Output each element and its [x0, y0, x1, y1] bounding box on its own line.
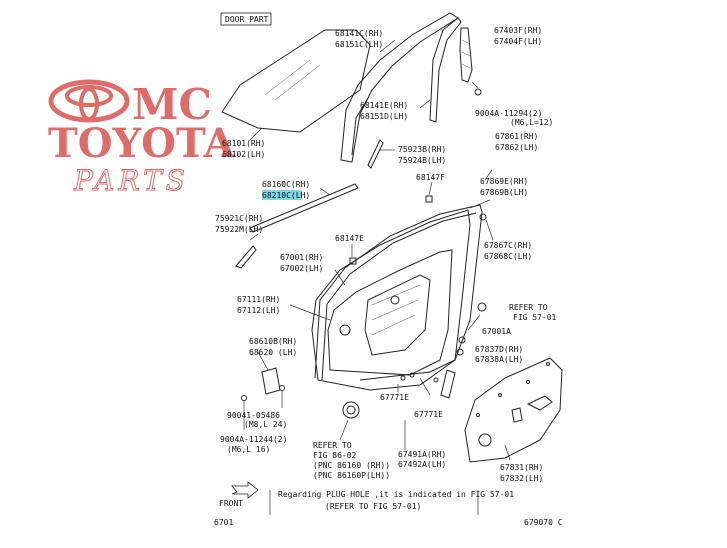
part-label[interactable]: 67867C(RH) — [484, 241, 532, 250]
door-hinge-part — [241, 351, 285, 430]
part-label[interactable]: 67404F(LH) — [494, 37, 542, 46]
logo-parts-text: PARTS — [73, 164, 189, 197]
refer-label: (PNC 86160P(LH)) — [313, 471, 390, 480]
mc-toyota-parts-logo: MC TOYOTA PARTS — [48, 79, 236, 198]
part-label[interactable]: 67112(LH) — [237, 306, 280, 315]
refer-label: FIG 57-01 — [513, 313, 557, 322]
front-moulding-piece-part — [235, 233, 259, 269]
part-label[interactable]: 67111(RH) — [237, 295, 280, 304]
part-label[interactable]: 68147E — [335, 234, 364, 243]
part-label[interactable]: 68610B(RH) — [249, 337, 297, 346]
clip-68147f-part — [425, 181, 433, 203]
part-label[interactable]: 67002(LH) — [280, 264, 323, 273]
refer-label: REFER TO — [313, 441, 352, 450]
part-label[interactable]: 67001A — [482, 327, 511, 336]
part-label[interactable]: 67868C(LH) — [484, 252, 532, 261]
refer-label: FIG 86-02 — [313, 451, 357, 460]
hinge-bolt-icon — [279, 385, 285, 391]
part-label[interactable]: 67862(LH) — [495, 143, 538, 152]
figure-number: 6701 — [214, 518, 233, 527]
part-label[interactable]: 67771E — [414, 410, 443, 419]
note-line-1: Regarding PLUG HOLE ,it is indicated in … — [278, 490, 514, 499]
part-label[interactable]: 68620 (LH) — [249, 348, 297, 357]
logo-toyota-text: TOYOTA — [48, 120, 236, 167]
outer-moulding-part — [367, 139, 395, 169]
screw-icon — [474, 88, 482, 96]
door-trim-board-part — [464, 357, 563, 463]
part-label[interactable]: 67492A(LH) — [398, 460, 446, 469]
service-hole-cover-part — [440, 369, 456, 399]
plug-67001a-part — [456, 302, 487, 356]
part-label[interactable]: 68141C(RH) — [335, 29, 383, 38]
part-label-sub: (M8,L 24) — [244, 420, 287, 429]
section-box-label: DOOR PART — [225, 15, 269, 24]
clip-68147e-part — [349, 244, 357, 265]
part-label[interactable]: 75922M(LH) — [215, 225, 263, 234]
part-label[interactable]: 68151C(LH) — [335, 40, 383, 49]
part-label[interactable]: 67001(RH) — [280, 253, 323, 262]
part-label-sub: (M6,L 16) — [227, 445, 270, 454]
door-weatherstrip-part — [314, 169, 493, 381]
part-label[interactable]: 68141E(RH) — [360, 101, 408, 110]
part-label[interactable]: 68101(RH) — [222, 139, 265, 148]
note-line-2: (REFER TO FIG 57-01) — [325, 502, 421, 511]
part-label[interactable]: 67403F(RH) — [494, 26, 542, 35]
section-header: DOOR PART — [220, 12, 272, 26]
logo-mc-text: MC — [132, 80, 212, 129]
plug-hole-note: Regarding PLUG HOLE ,it is indicated in … — [269, 490, 514, 515]
front-label: FRONT — [219, 499, 243, 508]
part-label[interactable]: 67861(RH) — [495, 132, 538, 141]
part-label[interactable]: 75924B(LH) — [398, 156, 446, 165]
front-door-panel-part — [289, 209, 471, 391]
part-label[interactable]: 68160C(RH) — [262, 180, 310, 189]
division-bar-part — [459, 27, 482, 96]
part-label-highlighted[interactable]: 68210C(LH) — [262, 191, 310, 200]
part-label[interactable]: 67831(RH) — [500, 463, 543, 472]
part-label[interactable]: 67869B(LH) — [480, 188, 528, 197]
door-glass-part — [221, 29, 371, 141]
refer-label: REFER TO — [509, 303, 548, 312]
part-label-sub: (M6,L=12) — [510, 118, 553, 127]
part-label[interactable]: 9004A-11294(2) — [475, 109, 542, 118]
weatherstrip-clip-part — [479, 213, 494, 241]
part-label[interactable]: 9004A-11244(2) — [220, 435, 287, 444]
belt-moulding-part — [249, 183, 359, 233]
part-label[interactable]: 67491A(RH) — [398, 450, 446, 459]
hinge-bolt-icon — [241, 395, 247, 401]
part-label[interactable]: 67832(LH) — [500, 474, 543, 483]
part-label[interactable]: 68147F — [416, 173, 445, 182]
rear-run-channel-part — [419, 17, 462, 123]
part-label[interactable]: 90041-05486 — [227, 411, 280, 420]
trim-clip-part — [397, 372, 439, 450]
part-label[interactable]: 68102(LH) — [222, 150, 265, 159]
part-label[interactable]: 75923B(RH) — [398, 145, 446, 154]
part-label[interactable]: 67869E(RH) — [480, 177, 528, 186]
part-label[interactable]: 67838A(LH) — [475, 355, 523, 364]
part-label[interactable]: 68151D(LH) — [360, 112, 408, 121]
part-label[interactable]: 75921C(RH) — [215, 214, 263, 223]
part-label[interactable]: 67771E — [380, 393, 409, 402]
front-direction-arrow: FRONT — [219, 481, 259, 508]
drawing-code: 679070 C — [524, 518, 563, 527]
part-number-highlight — [262, 190, 302, 200]
refer-label: (PNC 86160 (RH)) — [313, 461, 390, 470]
part-labels: 68141C(RH) 68151C(LH) 67403F(RH) 67404F(… — [214, 26, 563, 527]
toyota-emblem-icon — [48, 79, 130, 123]
part-label[interactable]: 67837D(RH) — [475, 345, 523, 354]
door-speaker-ref-part — [339, 401, 360, 441]
